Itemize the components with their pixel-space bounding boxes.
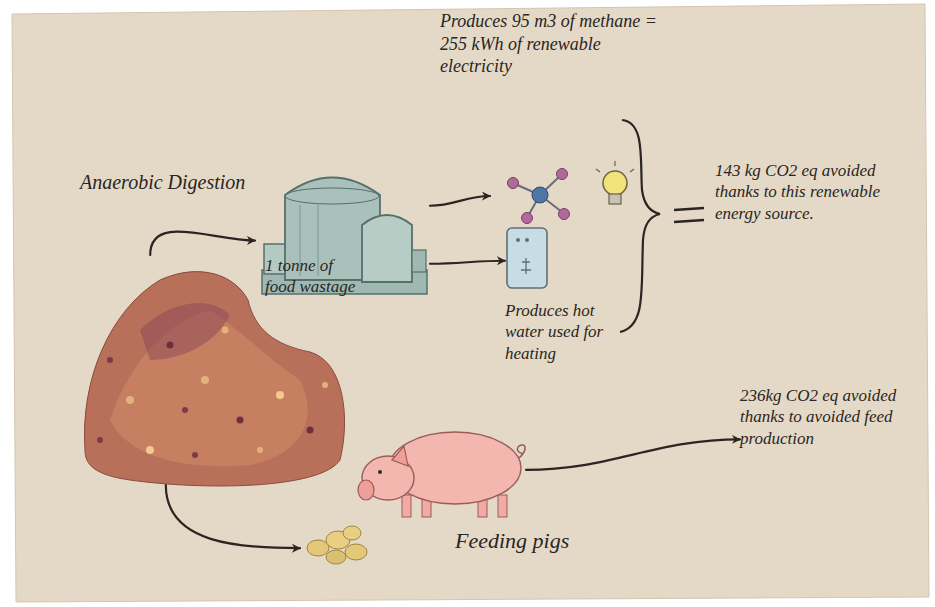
handwritten-note: Produces hot water used for heating (505, 300, 630, 364)
food-waste-group: 1 tonne of food wastage (80, 255, 340, 485)
pile-shape (84, 272, 344, 486)
handwritten-note: Anaerobic Digestion (80, 170, 275, 195)
food-bit (257, 447, 263, 453)
food-bit (167, 342, 174, 349)
pig-tail (517, 445, 525, 458)
light-bulb-icon (596, 161, 634, 204)
pig-snout (358, 480, 374, 500)
handwritten-note: 143 kg CO2 eq avoided thanks to this ren… (715, 160, 883, 224)
heater-dial (525, 238, 529, 242)
methane-icon (508, 169, 570, 224)
flow-arrow (166, 485, 300, 548)
hydrogen-atom (522, 213, 533, 224)
food-bit (201, 376, 209, 384)
carbon-atom (532, 187, 548, 203)
handwritten-note: 1 tonne of food wastage (265, 255, 365, 298)
pig-eye (378, 470, 382, 474)
potatoes (307, 526, 367, 564)
heater-mark (521, 258, 531, 274)
food-bit (107, 357, 113, 363)
food-bit (97, 437, 103, 443)
hydrogen-atom (508, 178, 519, 189)
pig-ear (392, 446, 408, 466)
food-bit (307, 427, 314, 434)
result-note: 143 kg CO2 eq avoided thanks to this ren… (715, 160, 885, 228)
heater-group: Produces hot water used for heating (505, 225, 550, 290)
flow-arrow (526, 439, 740, 469)
handwritten-note: Produces 95 m3 of methane = 255 kWh of r… (440, 10, 670, 78)
heater-tank (507, 228, 547, 288)
food-bit (237, 417, 244, 424)
pig-leg (402, 495, 411, 517)
handwritten-note: 236kg CO2 eq avoided thanks to avoided f… (740, 385, 905, 449)
bulb-ray (614, 161, 615, 166)
paper-card (12, 4, 929, 602)
food-bit (322, 382, 328, 388)
digester-second-tank (362, 215, 412, 282)
electricity-icon-group: Produces 95 m3 of methane = 255 kWh of r… (490, 160, 650, 220)
curly-bracket (620, 120, 660, 332)
digester-rim (285, 188, 379, 204)
hydrogen-atom (557, 169, 568, 180)
food-waste-pile (84, 272, 344, 486)
potato (307, 540, 329, 556)
water-heater-icon (507, 228, 547, 288)
heater-dial (516, 238, 520, 242)
food-bit (192, 452, 198, 458)
equals-bar (674, 208, 704, 210)
pig-group: Feeding pigs (300, 425, 526, 565)
digester-illustration (262, 178, 427, 295)
result-note: 236kg CO2 eq avoided thanks to avoided f… (740, 385, 910, 453)
pile-patch (140, 303, 230, 360)
flow-arrow (150, 232, 255, 255)
bulb-ray (596, 169, 600, 172)
food-bit (182, 407, 188, 413)
hydrogen-atom (559, 209, 570, 220)
digester-annex (412, 250, 426, 272)
bulb-glass (603, 171, 627, 195)
potato (345, 544, 367, 560)
potato (326, 550, 346, 564)
bulb-base (609, 194, 621, 204)
food-bit (126, 396, 134, 404)
flow-arrow (430, 261, 505, 264)
flow-arrow (430, 196, 490, 206)
food-bit (146, 446, 154, 454)
food-bit (276, 391, 284, 399)
potato (343, 526, 361, 540)
equals-bar (674, 220, 704, 222)
handwritten-note: Feeding pigs (455, 527, 620, 555)
bulb-ray (630, 169, 634, 172)
pig-illustration (358, 432, 525, 517)
food-bit (222, 327, 229, 334)
pig-leg (498, 495, 507, 517)
